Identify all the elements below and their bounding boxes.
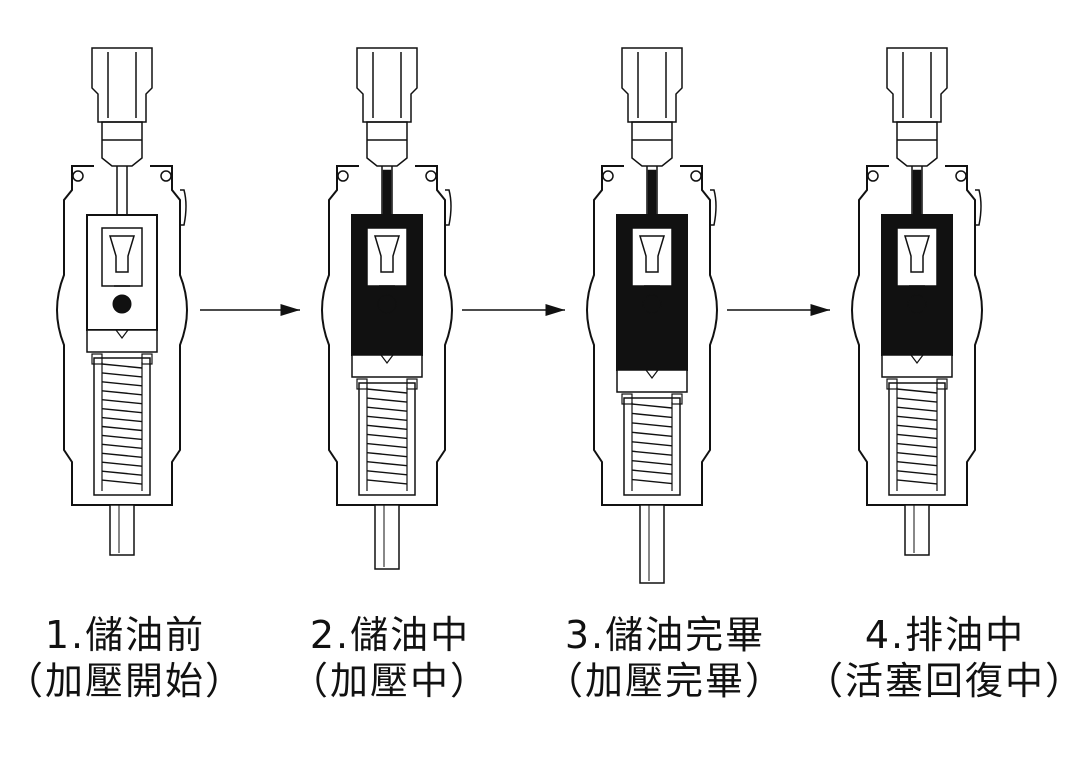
oil-channel xyxy=(382,169,392,216)
piston-mark xyxy=(115,329,129,339)
plunger-rod xyxy=(374,504,400,570)
side-tab xyxy=(445,189,452,226)
piston-mark xyxy=(380,354,394,364)
check-valve xyxy=(373,235,401,273)
seal-right xyxy=(141,353,153,365)
o-ring-right xyxy=(955,170,967,182)
pump-unit-1 xyxy=(56,47,188,556)
piston-head xyxy=(881,354,953,378)
piston-head xyxy=(616,369,688,393)
spring-housing xyxy=(93,357,151,496)
hex-nut xyxy=(366,121,408,167)
hex-nut xyxy=(896,121,938,167)
pump-unit-2 xyxy=(321,47,453,570)
side-tab xyxy=(975,189,982,226)
side-tab xyxy=(710,189,717,226)
o-ring-left xyxy=(602,170,614,182)
check-valve xyxy=(638,235,666,273)
stage-4-state-label: （活塞回復中） xyxy=(804,659,1085,703)
check-ball xyxy=(642,294,662,314)
hex-nut xyxy=(101,121,143,167)
stage-2-step-label: 2.儲油中 xyxy=(309,613,471,657)
spring-housing xyxy=(623,397,681,496)
return-spring xyxy=(896,388,938,485)
o-ring-left xyxy=(337,170,349,182)
piston-mark xyxy=(910,354,924,364)
stage-3-caption: 3.儲油完畢 （加壓完畢） xyxy=(525,612,805,704)
seal-left xyxy=(621,393,633,405)
top-fitting xyxy=(886,47,948,123)
stage-3-state-label: （加壓完畢） xyxy=(544,659,785,703)
stage-1-caption: 1.儲油前 （加壓開始） xyxy=(0,612,250,704)
stage-3-step-label: 3.儲油完畢 xyxy=(564,613,766,657)
check-valve xyxy=(108,235,136,273)
stage-1-step-label: 1.儲油前 xyxy=(44,613,206,657)
top-fitting xyxy=(621,47,683,123)
plunger-rod xyxy=(639,504,665,584)
stage-4-step-label: 4.排油中 xyxy=(864,613,1026,657)
spring-housing xyxy=(888,382,946,496)
stage-1-state-label: （加壓開始） xyxy=(4,659,245,703)
seal-right xyxy=(406,378,418,390)
pump-unit-4 xyxy=(851,47,983,556)
oil-channel xyxy=(647,169,657,216)
check-ball xyxy=(377,294,397,314)
check-ball xyxy=(907,294,927,314)
spring-housing xyxy=(358,382,416,496)
check-ball xyxy=(112,294,132,314)
plunger-rod xyxy=(109,504,135,556)
seal-right xyxy=(936,378,948,390)
side-tab xyxy=(180,189,187,226)
top-fitting xyxy=(356,47,418,123)
piston-mark xyxy=(645,369,659,379)
seal-left xyxy=(356,378,368,390)
return-spring xyxy=(101,363,143,485)
plunger-rod xyxy=(904,504,930,556)
check-valve xyxy=(903,235,931,273)
o-ring-left xyxy=(72,170,84,182)
o-ring-right xyxy=(690,170,702,182)
stage-2-state-label: （加壓中） xyxy=(289,659,490,703)
o-ring-right xyxy=(425,170,437,182)
seal-left xyxy=(91,353,103,365)
return-spring xyxy=(366,388,408,485)
seal-left xyxy=(886,378,898,390)
seal-right xyxy=(671,393,683,405)
top-fitting xyxy=(91,47,153,123)
o-ring-left xyxy=(867,170,879,182)
stage-2-caption: 2.儲油中 （加壓中） xyxy=(265,612,515,704)
oil-channel xyxy=(912,169,922,216)
pump-unit-3 xyxy=(586,47,718,584)
piston-head xyxy=(86,329,158,353)
return-spring xyxy=(631,403,673,485)
piston-head xyxy=(351,354,423,378)
stage-4-caption: 4.排油中 （活塞回復中） xyxy=(800,612,1090,704)
hex-nut xyxy=(631,121,673,167)
o-ring-right xyxy=(160,170,172,182)
